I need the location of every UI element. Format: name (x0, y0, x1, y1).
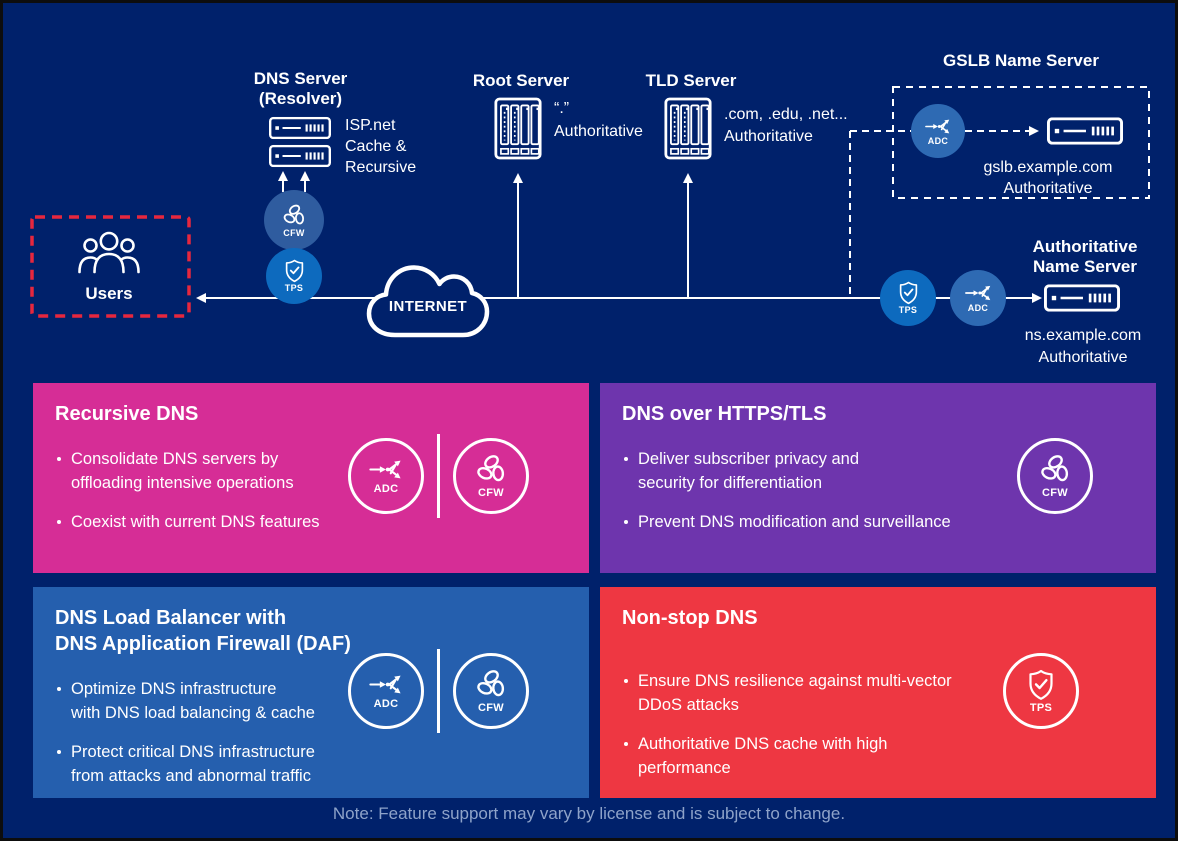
bullet-dot (622, 510, 638, 534)
card-bullet: Protect critical DNS infrastructure from… (55, 740, 589, 788)
card-cfw-badge: CFW (1017, 438, 1093, 514)
adc-badge-label: ADC (373, 698, 399, 710)
card-adc-badge: ADC (348, 653, 424, 729)
bullet-text: Protect critical DNS infrastructure from… (71, 743, 315, 785)
root-server-title: Root Server (472, 71, 570, 90)
cfw-badge-label: CFW (478, 702, 504, 714)
adc-badge-label: ADC (373, 483, 399, 495)
card-title: DNS over HTTPS/TLS (622, 403, 827, 425)
users-dashed-frame (30, 215, 191, 318)
resolver-tps-badge: TPS (266, 248, 322, 304)
bullet-text: Coexist with current DNS features (71, 513, 320, 531)
gslb-dashed-frame (892, 86, 1150, 199)
internet-label: INTERNET (388, 298, 468, 315)
bullet-text: Prevent DNS modification and surveillanc… (638, 513, 951, 531)
card-bullet: Deliver subscriber privacy and security … (622, 447, 1156, 495)
gslb-server-icon (1047, 117, 1123, 145)
adc-icon (924, 117, 952, 136)
cfw-icon (475, 453, 508, 486)
resolver-label: ISP.net Cache & Recursive (345, 117, 417, 176)
footer-note: Note: Feature support may vary by licens… (332, 804, 846, 823)
card-bullet: Coexist with current DNS features (55, 510, 589, 534)
adc-badge-label: ADC (967, 303, 989, 313)
authns-title: Authoritative Name Server (1032, 237, 1138, 276)
tld-server-icon (664, 97, 712, 160)
card-bullet: Consolidate DNS servers by offloading in… (55, 447, 589, 495)
card-adc-badge: ADC (348, 438, 424, 514)
card-bullet: Ensure DNS resilience against multi-vect… (622, 669, 1156, 717)
root-server-icon (494, 97, 542, 160)
bullet-dot (55, 510, 71, 534)
tps-badge-label: TPS (898, 305, 918, 315)
bullet-dot (622, 669, 638, 693)
icon-divider (437, 434, 440, 518)
tps-badge-label: TPS (284, 283, 304, 293)
bullet-text: Authoritative DNS cache with high perfor… (638, 735, 888, 777)
tld-server-label: .com, .edu, .net... Authoritative (724, 106, 848, 145)
cfw-badge-label: CFW (478, 487, 504, 499)
card-bullet: Optimize DNS infrastructure with DNS loa… (55, 677, 589, 725)
users-icon (77, 230, 141, 276)
cfw-badge-label: CFW (1042, 487, 1068, 499)
card-non-stop-dns: Non-stop DNS Ensure DNS resilience again… (600, 587, 1156, 798)
card-tps-badge: TPS (1003, 653, 1079, 729)
adc-icon (964, 283, 993, 303)
card-title: Non-stop DNS (622, 607, 758, 629)
authns-tps-badge: TPS (880, 270, 936, 326)
card-dns-load-balancer-daf: DNS Load Balancer with DNS Application F… (33, 587, 589, 798)
card-bullet: Prevent DNS modification and surveillanc… (622, 510, 1156, 534)
bullet-dot (55, 677, 71, 701)
bullet-dot (55, 740, 71, 764)
cfw-icon (1039, 453, 1072, 486)
adc-icon (368, 672, 404, 697)
card-bullets: Optimize DNS infrastructure with DNS loa… (55, 677, 589, 788)
bullet-text: Deliver subscriber privacy and security … (638, 450, 860, 492)
resolver-server-icon (269, 115, 331, 169)
card-bullets: Deliver subscriber privacy and security … (622, 447, 1156, 534)
card-cfw-badge: CFW (453, 653, 529, 729)
tps-badge-label: TPS (1029, 701, 1053, 714)
card-title: DNS Load Balancer with DNS Application F… (55, 607, 351, 655)
resolver-cfw-badge: CFW (264, 190, 324, 250)
bullet-text: Ensure DNS resilience against multi-vect… (638, 672, 952, 714)
authns-adc-badge: ADC (950, 270, 1006, 326)
tps-icon (284, 259, 305, 283)
card-title: Recursive DNS (55, 403, 199, 425)
authns-label: ns.example.com Authoritative (1024, 327, 1142, 366)
resolver-title: DNS Server (Resolver) (253, 69, 348, 108)
cfw-icon (475, 668, 508, 701)
cfw-badge-label: CFW (283, 227, 305, 238)
card-bullets: Consolidate DNS servers by offloading in… (55, 447, 589, 534)
bullet-dot (622, 447, 638, 471)
card-dns-over-https-tls: DNS over HTTPS/TLS Deliver subscriber pr… (600, 383, 1156, 573)
gslb-label: gslb.example.com Authoritative (983, 159, 1113, 197)
gslb-adc-badge: ADC (911, 104, 965, 158)
root-server-label: “.” Authoritative (554, 100, 643, 140)
users-label: Users (85, 284, 133, 303)
bullet-text: Consolidate DNS servers by offloading in… (71, 450, 294, 492)
gslb-title: GSLB Name Server (943, 51, 1099, 70)
bullet-text: Optimize DNS infrastructure with DNS loa… (71, 680, 315, 722)
icon-divider (437, 649, 440, 733)
card-bullets: Ensure DNS resilience against multi-vect… (622, 669, 1156, 780)
cfw-icon (282, 203, 307, 228)
card-cfw-badge: CFW (453, 438, 529, 514)
adc-badge-label: ADC (927, 135, 949, 146)
tps-icon (898, 281, 919, 305)
tld-server-title: TLD Server (645, 71, 737, 90)
card-recursive-dns: Recursive DNS Consolidate DNS servers by… (33, 383, 589, 573)
bullet-dot (622, 732, 638, 756)
authns-server-icon (1044, 284, 1120, 312)
tps-icon (1027, 669, 1055, 701)
adc-icon (368, 457, 404, 482)
bullet-dot (55, 447, 71, 471)
card-bullet: Authoritative DNS cache with high perfor… (622, 732, 1156, 780)
